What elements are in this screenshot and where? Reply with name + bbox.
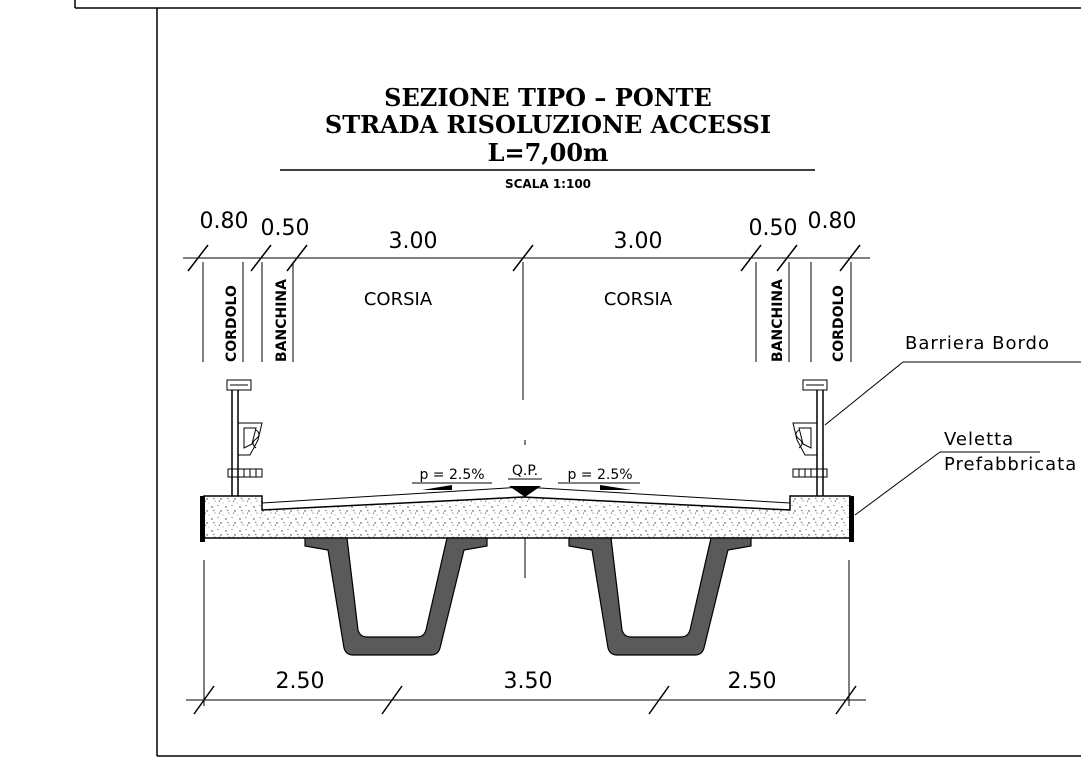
zone-label-banchina-right: BANCHINA bbox=[770, 279, 786, 362]
top-dimension-ticks bbox=[187, 244, 861, 272]
zone-separator-lines bbox=[202, 262, 852, 445]
top-dimension-chain: 0.80 0.50 3.00 3.00 0.50 0.80 bbox=[183, 209, 870, 272]
zone-label-corsia-left: CORSIA bbox=[364, 289, 433, 310]
dim-bottom-center: 3.50 bbox=[504, 669, 553, 694]
slope-left-label: p = 2.5% bbox=[419, 467, 484, 483]
veletta-label-line1: Veletta bbox=[944, 429, 1014, 450]
dim-banchina-left: 0.50 bbox=[261, 216, 310, 241]
slope-right-arrow bbox=[600, 485, 632, 490]
dim-cordolo-right: 0.80 bbox=[808, 209, 857, 234]
zone-label-banchina-left: BANCHINA bbox=[274, 279, 290, 362]
crown-marker bbox=[509, 486, 541, 497]
deck-concrete bbox=[203, 495, 851, 539]
title-line-1: SEZIONE TIPO – PONTE bbox=[384, 83, 712, 112]
sheet-frame bbox=[74, 0, 1081, 757]
title-block: SEZIONE TIPO – PONTE STRADA RISOLUZIONE … bbox=[280, 83, 815, 191]
dim-banchina-right: 0.50 bbox=[749, 216, 798, 241]
dim-corsia-left: 3.00 bbox=[389, 229, 438, 254]
safety-barrier-left bbox=[226, 379, 263, 497]
zone-label-cordolo-left: CORDOLO bbox=[224, 285, 240, 362]
safety-barrier-right bbox=[792, 379, 829, 497]
dim-bottom-right: 2.50 bbox=[728, 669, 777, 694]
slope-right-label: p = 2.5% bbox=[567, 467, 632, 483]
slope-left-arrow bbox=[422, 485, 452, 490]
callout-barriera: Barriera Bordo bbox=[824, 333, 1081, 426]
veletta-left bbox=[200, 496, 205, 542]
slope-annotation: p = 2.5% Q.P. p = 2.5% bbox=[412, 463, 640, 497]
crown-label: Q.P. bbox=[512, 463, 538, 479]
bottom-dimension-chain: 2.50 3.50 2.50 bbox=[186, 560, 866, 715]
zone-label-corsia-right: CORSIA bbox=[604, 289, 673, 310]
title-line-2: STRADA RISOLUZIONE ACCESSI bbox=[325, 110, 771, 139]
veletta-label-line2: Prefabbricata bbox=[944, 454, 1077, 475]
barrier-label: Barriera Bordo bbox=[905, 333, 1050, 354]
title-line-3: L=7,00m bbox=[488, 138, 609, 167]
dim-cordolo-left: 0.80 bbox=[200, 209, 249, 234]
veletta-right bbox=[849, 496, 854, 542]
zone-label-cordolo-right: CORDOLO bbox=[831, 285, 847, 362]
dim-corsia-right: 3.00 bbox=[614, 229, 663, 254]
box-girders bbox=[304, 537, 752, 656]
girder-right bbox=[568, 537, 752, 656]
girder-left bbox=[304, 537, 488, 656]
scale-label: SCALA 1:100 bbox=[505, 177, 591, 191]
dim-bottom-left: 2.50 bbox=[276, 669, 325, 694]
callout-veletta: Veletta Prefabbricata bbox=[854, 429, 1077, 516]
